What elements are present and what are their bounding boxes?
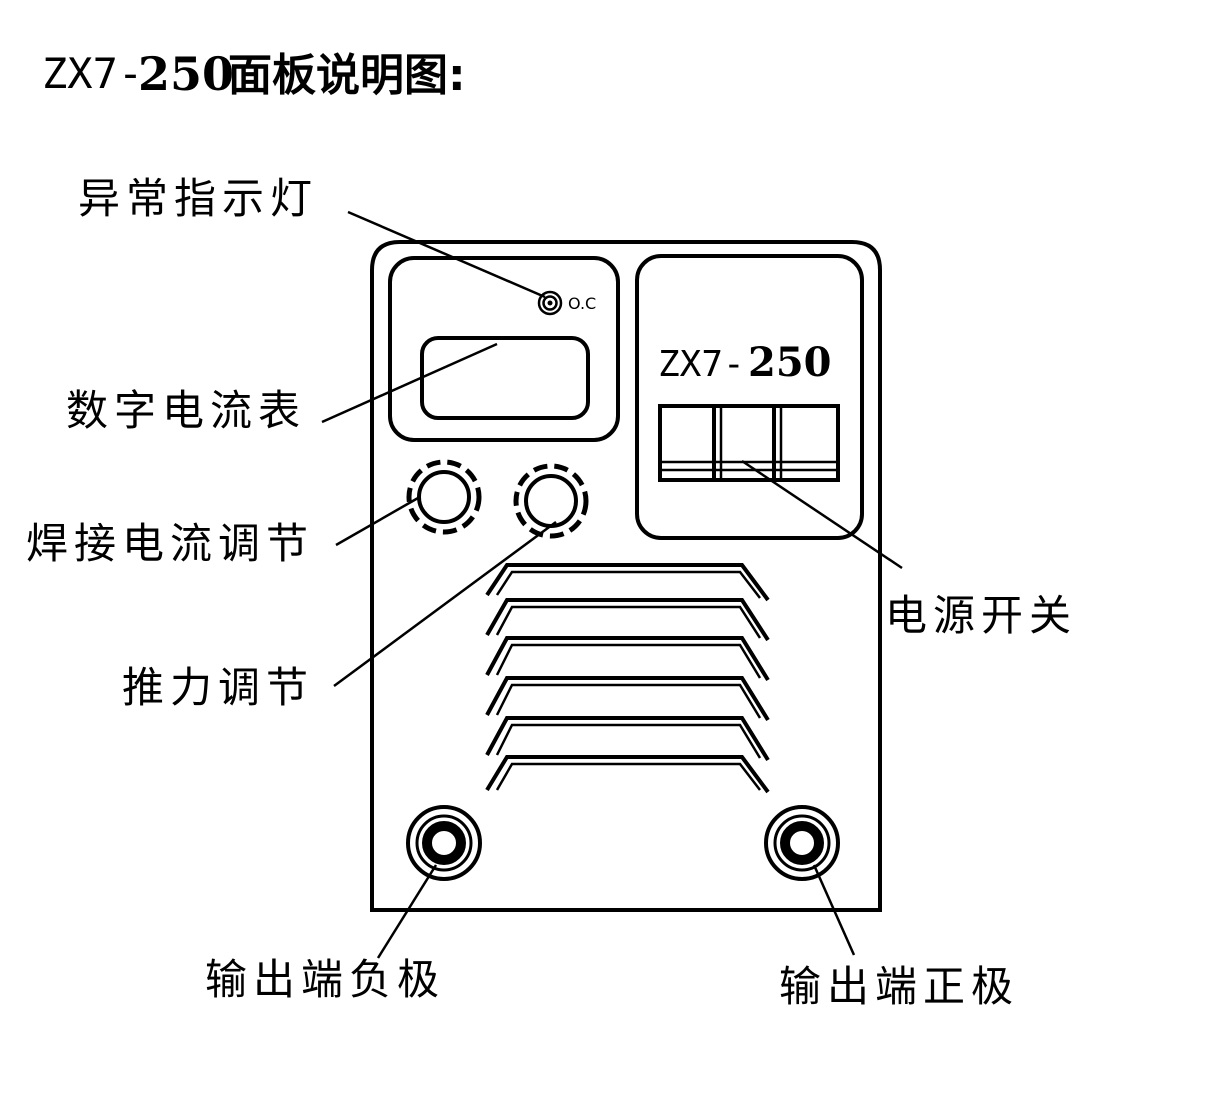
panel-outline — [370, 240, 882, 912]
negative-output-terminal — [406, 805, 482, 881]
diagram-title: ZX7- 250 面板说明图: — [42, 47, 466, 101]
label-fault-indicator: 异常指示灯 — [78, 174, 318, 223]
leader-arc-force — [333, 520, 557, 688]
title-number: 250 — [138, 47, 234, 101]
positive-output-terminal — [764, 805, 840, 881]
label-digital-ammeter: 数字电流表 — [66, 386, 306, 435]
label-power-switch: 电源开关 — [885, 591, 1077, 640]
switch-panel — [635, 254, 864, 540]
leader-output-negative — [376, 864, 438, 959]
welding-current-knob — [406, 459, 482, 535]
label-output-negative: 输出端负极 — [205, 955, 445, 1004]
fault-indicator-led — [537, 290, 563, 316]
ammeter-screen — [420, 336, 590, 420]
label-output-positive: 输出端正极 — [779, 962, 1019, 1011]
label-welding-current: 焊接电流调节 — [26, 519, 314, 568]
panel-model-prefix: ZX7- — [658, 344, 745, 385]
leader-power-switch — [741, 459, 903, 570]
leader-digital-ammeter — [321, 342, 498, 424]
leader-fault-indicator — [347, 210, 546, 299]
title-prefix: ZX7- — [42, 49, 143, 98]
leader-output-positive — [812, 864, 856, 956]
panel-model-number: 250 — [748, 339, 832, 386]
label-arc-force: 推力调节 — [122, 663, 314, 712]
ventilation-louvers — [485, 563, 770, 794]
power-switch — [658, 404, 840, 482]
leader-welding-current — [335, 496, 419, 547]
title-text: 面板说明图: — [228, 50, 466, 101]
display-window — [388, 256, 620, 442]
indicator-label: O.C — [568, 294, 596, 313]
